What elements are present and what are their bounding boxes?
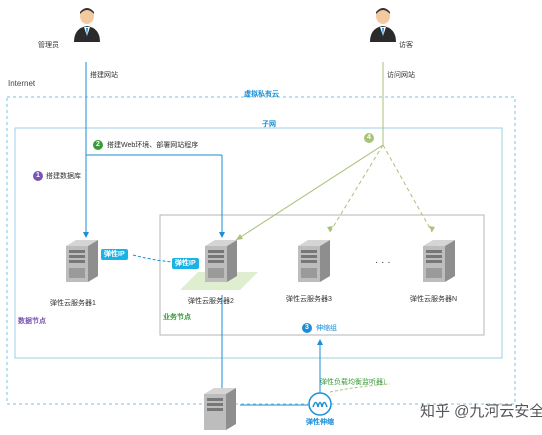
step1-badge: 1	[33, 171, 43, 181]
elastic-scaling-icon	[308, 392, 332, 416]
subnet-boundary	[14, 127, 503, 359]
visitor-person-icon	[368, 6, 398, 42]
step4-badge: 4	[364, 133, 374, 143]
eip-left-badge: 弹性IP	[101, 249, 128, 260]
server1-icon	[66, 240, 98, 282]
server3-icon	[298, 240, 330, 282]
step3-badge: 3	[302, 323, 312, 333]
admin-action-label: 搭建网站	[90, 72, 118, 79]
step2-badge: 2	[93, 140, 103, 150]
step3-label: 伸缩组	[316, 325, 337, 332]
watermark: 知乎 @九河云安全	[420, 403, 542, 420]
business-node-label: 业务节点	[163, 314, 191, 321]
server1-label: 弹性云服务器1	[50, 300, 96, 307]
elastic-scaling-label: 弹性伸缩	[306, 419, 334, 426]
subnet-title: 子网	[262, 121, 276, 128]
vpc-boundary	[6, 96, 516, 405]
eip-right-badge: 弹性IP	[172, 258, 199, 269]
server-n-label: 弹性云服务器N	[410, 296, 458, 303]
visitor-action-label: 访问网站	[387, 72, 415, 79]
step2-label: 搭建Web环境、部署网站程序	[107, 142, 199, 149]
servers-ellipsis: · · ·	[375, 257, 391, 268]
server2-icon	[205, 240, 237, 282]
server3-label: 弹性云服务器3	[286, 296, 332, 303]
step1-label: 搭建数据库	[46, 173, 81, 180]
vpc-title: 虚拟私有云	[244, 91, 279, 98]
server-n-icon	[423, 240, 455, 282]
bottom-server-icon	[204, 388, 236, 430]
server2-label: 弹性云服务器2	[188, 298, 234, 305]
data-node-label: 数据节点	[18, 318, 46, 325]
admin-person-icon	[72, 6, 102, 42]
visitor-label: 访客	[399, 42, 413, 49]
scaling-group-boundary	[159, 214, 485, 336]
elb-label: 弹性负载均衡监听器）	[320, 379, 390, 386]
admin-label: 管理员	[38, 42, 59, 49]
internet-label: Internet	[8, 79, 36, 88]
